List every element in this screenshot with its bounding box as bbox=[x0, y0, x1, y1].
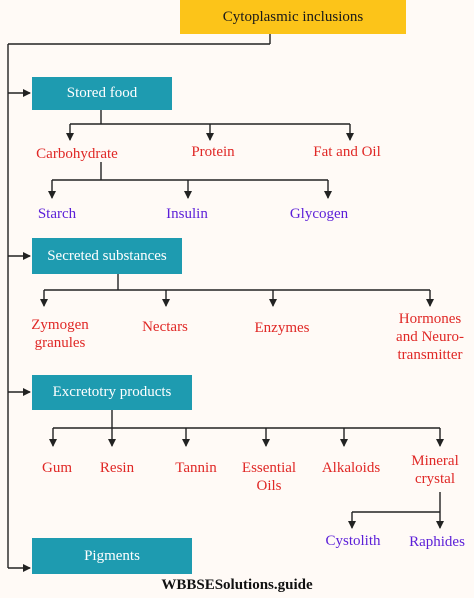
node-nectars: Nectars bbox=[142, 319, 188, 335]
node-cystolith: Cystolith bbox=[325, 533, 381, 549]
category-label: Excretotry products bbox=[52, 384, 172, 400]
node-protein: Protein bbox=[191, 144, 235, 160]
node-mineral-crystal: Mineral crystal bbox=[411, 452, 458, 488]
category-excretory-products: Excretotry products bbox=[32, 375, 192, 410]
site-watermark: WBBSESolutions.guide bbox=[161, 577, 313, 593]
category-label: Pigments bbox=[84, 547, 140, 564]
node-zymogen-granules: Zymogen granules bbox=[31, 316, 89, 352]
node-raphides: Raphides bbox=[409, 534, 465, 550]
node-line: granules bbox=[34, 335, 86, 351]
root-node: Cytoplasmic inclusions bbox=[180, 0, 406, 34]
category-label: Stored food bbox=[66, 85, 138, 101]
category-pigments: Pigments bbox=[32, 538, 192, 574]
node-line: crystal bbox=[415, 471, 455, 487]
node-line: Essential bbox=[241, 460, 297, 476]
node-starch: Starch bbox=[37, 206, 77, 222]
node-fat-and-oil: Fat and Oil bbox=[313, 144, 381, 160]
category-secreted-substances: Secreted substances bbox=[32, 238, 182, 274]
node-glycogen: Glycogen bbox=[289, 206, 349, 222]
node-resin: Resin bbox=[99, 460, 135, 476]
node-essential-oils: Essential Oils bbox=[242, 459, 296, 495]
node-enzymes: Enzymes bbox=[254, 320, 310, 336]
node-gum: Gum bbox=[42, 460, 72, 476]
category-label: Secreted substances bbox=[47, 247, 167, 264]
node-tannin: Tannin bbox=[175, 460, 217, 476]
node-insulin: Insulin bbox=[166, 206, 208, 222]
node-line: and Neuro- bbox=[396, 329, 464, 345]
node-hormones-neurotransmitter: Hormones and Neuro- transmitter bbox=[396, 310, 464, 364]
node-line: transmitter bbox=[397, 347, 463, 363]
node-line: Zymogen bbox=[31, 317, 89, 333]
node-carbohydrate: Carbohydrate bbox=[36, 146, 118, 162]
node-line: Oils bbox=[256, 478, 282, 494]
node-line: Mineral bbox=[411, 453, 459, 469]
root-label: Cytoplasmic inclusions bbox=[222, 8, 364, 25]
node-line: Hormones bbox=[398, 311, 462, 327]
node-alkaloids: Alkaloids bbox=[321, 460, 381, 476]
category-stored-food: Stored food bbox=[32, 77, 172, 110]
